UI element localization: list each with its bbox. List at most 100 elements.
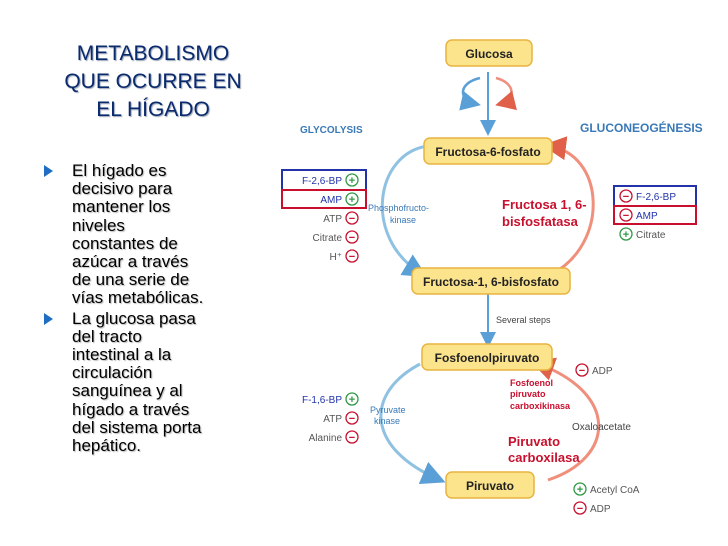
pfk-label-line: Phosphofructo- — [368, 203, 429, 213]
pfk-effectors: +F-2,6-BP+AMP−ATP−Citrate−H⁺ — [302, 173, 359, 263]
fbpase-effectors: −F-2,6-BP−AMP + Citrate — [619, 189, 676, 241]
pc-effector-name: ADP — [590, 504, 611, 515]
bullet-list: El hígado es decisivo para mantener los … — [38, 161, 248, 456]
pfk-effector-sign: + — [349, 194, 355, 206]
pfk-effector-name: AMP — [320, 195, 342, 206]
slide-title-line: METABOLISMO — [76, 42, 230, 65]
pc-effector-name: Acetyl CoA — [590, 485, 640, 496]
glycolysis-arc-lower — [379, 362, 446, 484]
fbpase-effector-sign: − — [623, 191, 629, 203]
pk-effector-sign-icon — [345, 430, 359, 444]
bullet-text-line: mantener los — [72, 197, 171, 217]
fbpase-effector-sign-icon — [619, 189, 633, 203]
node-pep: Fosfoenolpiruvato — [421, 343, 553, 371]
node-piruvato-label: Piruvato — [466, 479, 514, 493]
pfk-effector-sign-icon — [345, 211, 359, 225]
pk-effector-name: ATP — [323, 414, 342, 425]
pepck-effector-name: ADP — [592, 366, 613, 377]
pepck-label-line: carboxikinasa — [510, 401, 571, 411]
node-piruvato: Piruvato — [445, 471, 535, 499]
pk-effector-sign: − — [349, 432, 355, 444]
gluconeogenesis-heading: GLUCONEOGÉNESIS — [580, 120, 703, 135]
slide-title-line: QUE OCURRE EN — [64, 70, 242, 93]
pk-effector-sign: − — [349, 413, 355, 425]
pfk-effector-sign: − — [349, 251, 355, 263]
bullet-arrow-icon — [44, 312, 53, 325]
fbpase-label-line: Fructosa 1, 6- — [502, 197, 587, 212]
pfk-effector-sign-icon — [345, 230, 359, 244]
pepck-label-line: Fosfoenol — [510, 378, 553, 388]
pfk-effector-name: ATP — [323, 214, 342, 225]
node-glucosa: Glucosa — [445, 39, 533, 67]
bullet-text-line: constantes de — [72, 233, 178, 253]
bullet-text-line: El hígado es — [72, 161, 167, 180]
gluconeo-arc-upper — [542, 136, 595, 276]
bullet-text-line: hepático. — [72, 436, 141, 456]
bullet-text-line: La glucosa pasa — [72, 308, 196, 328]
pk-effector-sign-icon — [345, 411, 359, 425]
metabolism-diagram: Glucosa Fructosa-6-fosfato Fructosa-1, 6… — [281, 39, 703, 515]
bullet-text-line: de una serie de — [72, 270, 190, 290]
bullet-text-line: decisivo para — [72, 179, 173, 199]
bullet-text-line: del tracto — [72, 326, 142, 346]
bullet-text-line: vías metabólicas. — [72, 288, 204, 308]
node-f16bp-label: Fructosa-1, 6-bisfosfato — [423, 275, 559, 289]
bullet-item: El hígado es decisivo para mantener los … — [38, 161, 248, 308]
fbpase-effector-sign-icon — [619, 208, 633, 222]
pc-effector-sign: + — [577, 484, 583, 496]
pc-label-line: Piruvato — [508, 434, 560, 449]
pepck-effectors: −ADP — [575, 363, 613, 377]
pk-label-line: Pyruvate — [370, 405, 406, 415]
node-f6p: Fructosa-6-fosfato — [423, 137, 553, 165]
pfk-effector-sign-icon — [345, 249, 359, 263]
glucose-cycle-arrow-right — [495, 76, 517, 111]
pfk-effector-sign-icon — [345, 192, 359, 206]
fbpase-effector-name: Citrate — [636, 230, 666, 241]
fbpase-amp-highlight-box — [613, 205, 697, 225]
pfk-effector-sign: − — [349, 213, 355, 225]
node-f16bp: Fructosa-1, 6-bisfosfato — [411, 267, 571, 295]
pfk-effector-name: Citrate — [313, 233, 343, 244]
pk-effectors: +F-1,6-BP−ATP−Alanine — [302, 392, 359, 444]
fbpase-effector-name: AMP — [636, 211, 658, 222]
pepck-label-line: piruvato — [510, 389, 546, 399]
slide-title: METABOLISMO QUE OCURRE EN EL HÍGADO — [48, 40, 258, 124]
pepck-effector-sign-icon — [575, 363, 589, 377]
oxaloacetate-label: Oxaloacetate — [572, 422, 631, 433]
bullet-text-line: intestinal a la — [72, 345, 172, 365]
bullet-text-line: azúcar a través — [72, 252, 189, 272]
bullet-text-line: circulación — [72, 363, 153, 383]
fbpase-effector-sign: − — [623, 210, 629, 222]
pc-effector-sign-icon — [573, 482, 587, 496]
node-pep-label: Fosfoenolpiruvato — [435, 351, 540, 365]
pfk-label-line: kinase — [390, 215, 416, 225]
pk-effector-name: F-1,6-BP — [302, 395, 342, 406]
pc-effector-sign-icon — [573, 501, 587, 515]
pc-effector-sign: − — [577, 503, 583, 515]
bullet-item: La glucosa pasa del tracto intestinal a … — [38, 308, 248, 456]
pk-effector-sign-icon — [345, 392, 359, 406]
glycolysis-arc-upper — [380, 144, 429, 278]
bullet-text-line: del sistema porta — [72, 417, 202, 437]
pk-effector-name: Alanine — [309, 433, 343, 444]
bullet-text-line: niveles — [72, 215, 125, 235]
bullet-text-line: sanguínea y al — [72, 381, 183, 401]
pfk-effector-name: H⁺ — [330, 252, 343, 263]
glucose-cycle-arrow-left — [459, 76, 481, 111]
glycolysis-heading: GLYCOLYSIS — [300, 125, 363, 136]
pk-effector-sign: + — [349, 394, 355, 406]
gluconeo-arc-lower — [530, 357, 601, 482]
fbpase-label-line: bisfosfatasa — [502, 214, 579, 229]
pfk-effector-sign: − — [349, 232, 355, 244]
bullet-text-line: hígado a través — [72, 399, 190, 419]
fbpase-effector-sign: + — [623, 229, 629, 241]
fbpase-effector-name: F-2,6-BP — [636, 192, 676, 203]
node-glucosa-label: Glucosa — [465, 47, 513, 61]
pfk-effector-sign-icon — [345, 173, 359, 187]
pk-label-line: kinase — [374, 416, 400, 426]
fbpase-effector-sign-icon — [619, 227, 633, 241]
pfk-effector-name: F-2,6-BP — [302, 176, 342, 187]
pathway-arrows — [379, 72, 601, 484]
pc-label-line: carboxilasa — [508, 450, 580, 465]
slide-title-line: EL HÍGADO — [96, 98, 210, 121]
